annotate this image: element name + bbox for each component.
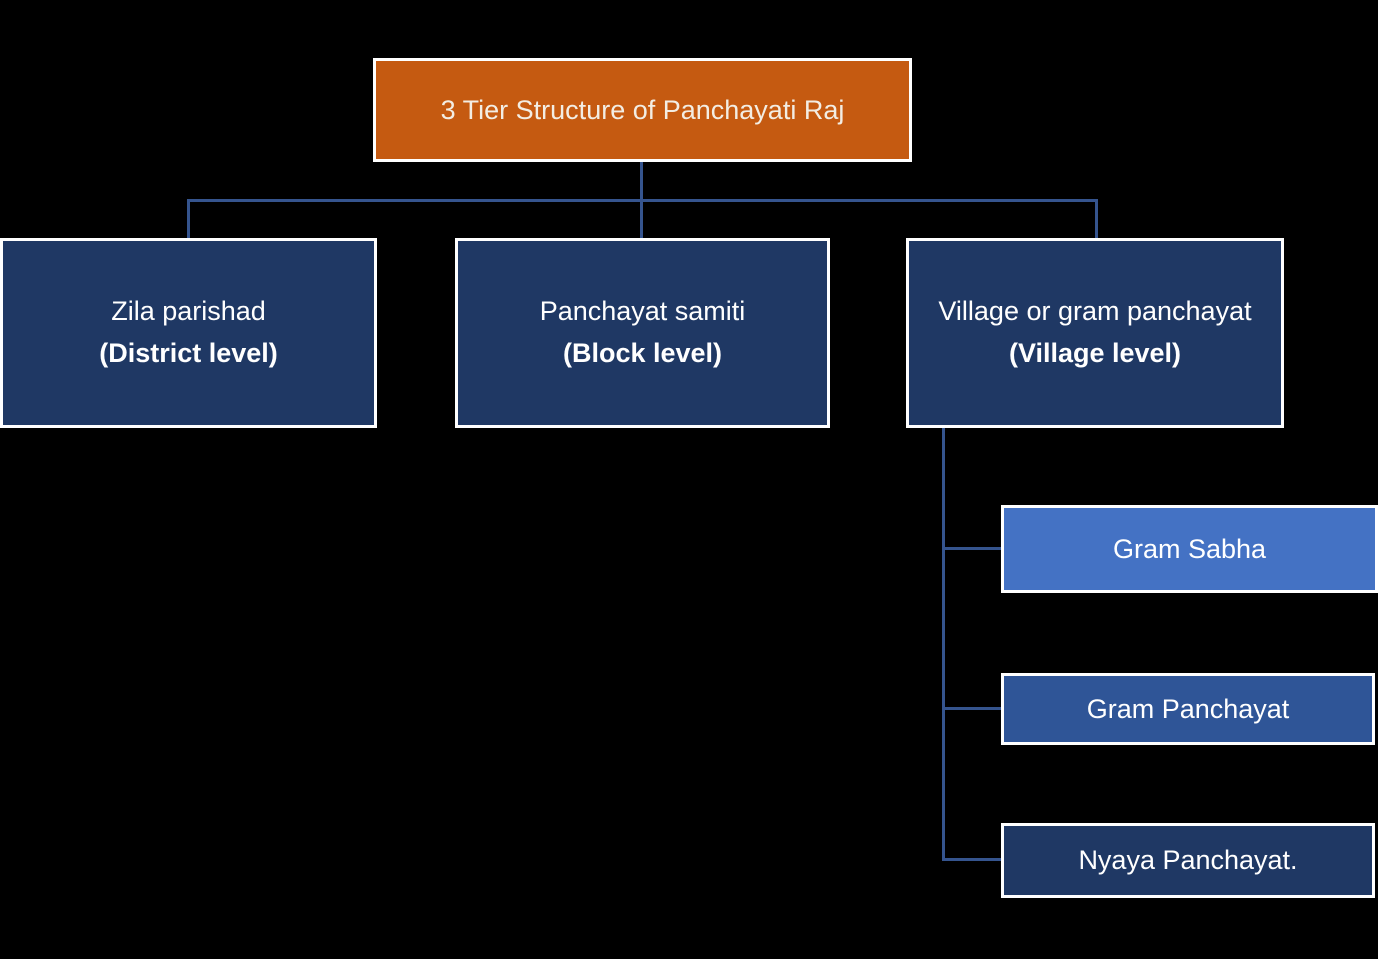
connector-drop-zila <box>187 199 190 238</box>
child-box-gram-sabha: Gram Sabha <box>1001 505 1378 593</box>
title-box: 3 Tier Structure of Panchayati Raj <box>373 58 912 162</box>
tier-name: Zila parishad <box>111 296 266 327</box>
tier-box-village-gram-panchayat: Village or gram panchayat (Village level… <box>906 238 1284 428</box>
child-label: Gram Panchayat <box>1086 693 1290 724</box>
connector-branch-nyaya-panchayat <box>942 858 1001 861</box>
tier-name: Village or gram panchayat <box>938 296 1252 327</box>
connector-branch-gram-panchayat <box>942 707 1001 710</box>
diagram-title: 3 Tier Structure of Panchayati Raj <box>440 94 845 125</box>
child-box-nyaya-panchayat: Nyaya Panchayat. <box>1001 823 1375 898</box>
child-label: Nyaya Panchayat. <box>1078 845 1298 875</box>
connector-drop-village <box>1095 199 1098 238</box>
tier-name: Panchayat samiti <box>539 296 746 327</box>
tier-level: (Village level) <box>1008 338 1182 368</box>
child-label: Gram Sabha <box>1112 533 1267 564</box>
tier-level: (Block level) <box>562 338 723 368</box>
connector-drop-samiti <box>640 199 643 238</box>
tier-box-zila-parishad: Zila parishad (District level) <box>0 238 377 428</box>
connector-title-drop <box>640 162 643 200</box>
connector-village-trunk <box>942 428 945 861</box>
tier-level: (District level) <box>99 338 278 368</box>
connector-branch-gram-sabha <box>942 547 1001 550</box>
child-box-gram-panchayat: Gram Panchayat <box>1001 673 1375 745</box>
tier-box-panchayat-samiti: Panchayat samiti (Block level) <box>455 238 830 428</box>
